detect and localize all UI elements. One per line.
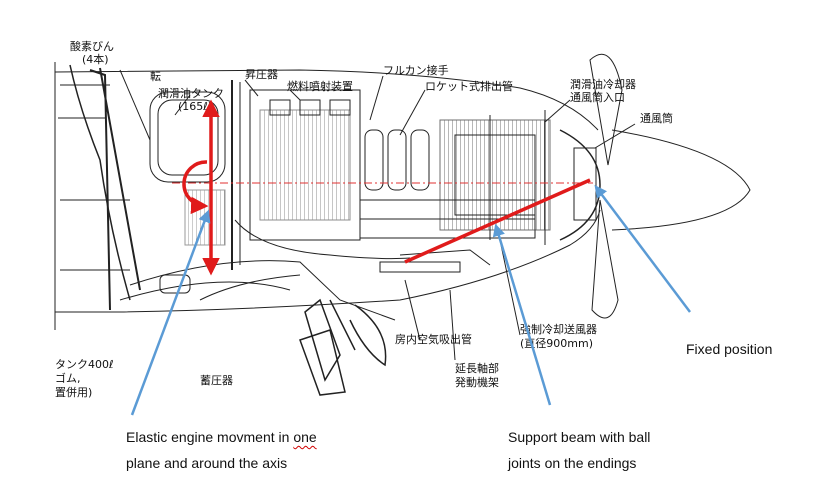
support-beam-annotation: Support beam with ball joints on the end… — [508, 424, 728, 476]
landing-gear — [299, 298, 387, 396]
label-oil-cooler-2: 通風筒入口 — [570, 90, 625, 104]
red-markers — [172, 99, 593, 276]
label-extension-shaft: 延長軸部 — [455, 361, 499, 375]
fixed-label: Fixed position — [686, 341, 773, 357]
support-pointer-arrow — [492, 223, 552, 406]
support-line1: Support beam with ball — [508, 429, 651, 445]
label-rubber: ゴム, — [55, 371, 81, 385]
elastic-pointer-arrow — [130, 209, 211, 416]
label-fan-diameter: (直径900mm) — [520, 336, 593, 350]
support-line2: joints on the endings — [508, 455, 637, 471]
elastic-line2: plane and around the axis — [126, 455, 288, 471]
cockpit-frame — [89, 67, 141, 311]
accumulator — [159, 274, 191, 294]
fuselage-top-outline — [54, 69, 599, 131]
spinner — [559, 129, 601, 241]
label-combined-use: 置併用) — [55, 385, 92, 399]
label-lube-tank-capacity: (165ℓ) — [178, 100, 212, 113]
line-drawing — [54, 53, 751, 396]
label-tank-400: タンク400ℓ — [55, 358, 114, 371]
label-oil-cooler: 潤滑油冷却器 — [570, 77, 636, 91]
drawing-labels: 酸素びん (4本) 転 潤滑油タンク (165ℓ) 昇圧器 燃料噴射装置 フルカ… — [55, 39, 673, 399]
engine-mount — [129, 260, 396, 321]
elastic-line1-a: Elastic engine movment in — [126, 429, 294, 445]
rotation-arrow — [182, 160, 209, 215]
lube-oil-tank — [149, 91, 226, 183]
fixed-pointer-arrow — [594, 185, 691, 313]
propeller-blade-bottom — [591, 199, 619, 319]
label-oxygen-bottle: 酸素びん — [70, 39, 114, 53]
label-oxygen-sub: (4本) — [82, 52, 109, 66]
label-rocket-exhaust: ロケット式排出管 — [425, 79, 513, 93]
support-beam-line — [404, 178, 591, 264]
label-accumulator: 蓄圧器 — [200, 374, 233, 387]
cooling-fan-housing — [439, 119, 551, 231]
exhaust-stacks — [364, 129, 430, 191]
elastic-line1-b: one — [293, 429, 317, 445]
propeller-blade-top — [589, 53, 623, 166]
fixed-position-annotation: Fixed position — [686, 336, 816, 362]
engine-block — [249, 89, 361, 241]
label-vent-duct: 通風筒 — [640, 111, 673, 125]
label-cabin-air-intake: 房内空気吸出管 — [395, 332, 472, 346]
elastic-movement-annotation: Elastic engine movment in one plane and … — [126, 424, 386, 476]
blue-arrows — [130, 185, 691, 416]
label-lube-tank: 潤滑油タンク — [158, 86, 224, 100]
propeller-arc — [611, 129, 751, 231]
label-pressure-regulator: 昇圧器 — [245, 68, 278, 81]
fuselage-bottom-outline — [55, 209, 601, 313]
label-vulcan-coupling: フルカン接手 — [383, 63, 449, 77]
label-rotary-partial: 転 — [150, 70, 161, 83]
label-forced-cooling-fan: 強制冷却送風器 — [520, 322, 597, 336]
label-engine-mount: 発動機架 — [455, 375, 499, 389]
label-fuel-device: 燃料噴射装置 — [287, 79, 353, 93]
